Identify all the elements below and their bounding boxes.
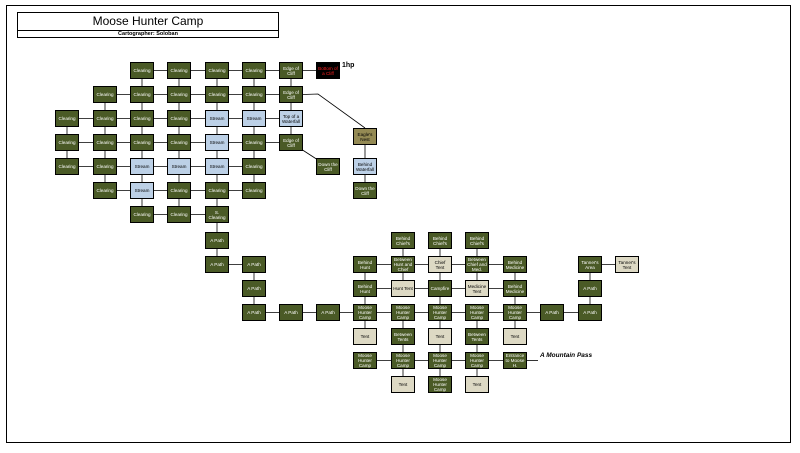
room-moose-hunter-camp: Moose Hunter Camp (503, 304, 527, 321)
room-clearing: Clearing (55, 110, 79, 127)
room-a-path: A Path (316, 304, 340, 321)
room-clearing: Clearing (167, 206, 191, 223)
room-tanner-s-area: Tanner's Area (578, 256, 602, 273)
room-clearing: Clearing (93, 182, 117, 199)
room-a-path: A Path (242, 304, 266, 321)
room-moose-hunter-camp: Moose Hunter Camp (428, 376, 452, 393)
room-top-of-a-waterfall: Top of a Waterfall (279, 110, 303, 127)
room-clearing: Clearing (167, 110, 191, 127)
room-moose-hunter-camp: Moose Hunter Camp (353, 304, 377, 321)
room-behind-waterfall: Behind Waterfall (353, 158, 377, 175)
room-clearing: Clearing (93, 86, 117, 103)
room-edge-of-cliff: Edge of Cliff (279, 86, 303, 103)
room-moose-hunter-camp: Moose Hunter Camp (465, 304, 489, 321)
room-down-the-cliff: Down the Cliff (353, 182, 377, 199)
room-moose-hunter-camp: Moose Hunter Camp (391, 352, 415, 369)
room-behind-medicine: Behind Medicine (503, 256, 527, 273)
room-tent: Tent (465, 376, 489, 393)
room-eagle-s-nest: Eagle's Nest (353, 128, 377, 145)
room-clearing: Clearing (167, 182, 191, 199)
room-link (302, 93, 366, 129)
room-clearing: Clearing (93, 134, 117, 151)
title-box: Moose Hunter Camp Cartographer: Soloban (17, 12, 279, 38)
room-down-the-cliff: Down the Cliff (316, 158, 340, 175)
room-a-path: A Path (578, 280, 602, 297)
room-medicine-tent: Medicine Tent (465, 280, 489, 297)
room-behind-hunt: Behind Hunt (353, 256, 377, 273)
room-tent: Tent (353, 328, 377, 345)
hp-note: 1hp (342, 62, 355, 69)
room-bottom-of-a-cliff: Bottom of a Cliff (316, 62, 340, 79)
room-stream: Stream (167, 158, 191, 175)
room-behind-chief-s: Behind Chief's (391, 232, 415, 249)
room-behind-chief-s: Behind Chief's (465, 232, 489, 249)
room-stream: Stream (205, 158, 229, 175)
room-clearing: Clearing (130, 134, 154, 151)
room-clearing: Clearing (93, 158, 117, 175)
room-stream: Stream (130, 158, 154, 175)
room-clearing: Clearing (130, 86, 154, 103)
room-stream: Stream (205, 134, 229, 151)
room-moose-hunter-camp: Moose Hunter Camp (428, 304, 452, 321)
room-stream: Stream (242, 110, 266, 127)
room-a-path: A Path (540, 304, 564, 321)
room-clearing: Clearing (167, 86, 191, 103)
room-s-clearing: S. Clearing (205, 206, 229, 223)
room-tent: Tent (503, 328, 527, 345)
room-clearing: Clearing (205, 62, 229, 79)
room-moose-hunter-camp: Moose Hunter Camp (465, 352, 489, 369)
room-between-tents: Between Tents (465, 328, 489, 345)
room-a-path: A Path (242, 256, 266, 273)
room-a-path: A Path (279, 304, 303, 321)
room-stream: Stream (205, 110, 229, 127)
room-clearing: Clearing (55, 158, 79, 175)
room-clearing: Clearing (242, 62, 266, 79)
room-clearing: Clearing (130, 62, 154, 79)
room-between-chief-and-med: Between Chief and Med. (465, 256, 489, 273)
room-edge-of-cliff: Edge of Cliff (279, 134, 303, 151)
room-clearing: Clearing (130, 206, 154, 223)
room-between-hunt-and-chief: Between Hunt and Chief (391, 256, 415, 273)
room-clearing: Clearing (242, 182, 266, 199)
room-tent: Tent (391, 376, 415, 393)
room-clearing: Clearing (242, 158, 266, 175)
exit-label: A Mountain Pass (540, 352, 593, 359)
room-a-path: A Path (242, 280, 266, 297)
map-frame (6, 5, 791, 443)
room-clearing: Clearing (130, 110, 154, 127)
room-behind-chief-s: Behind Chief's (428, 232, 452, 249)
cartographer-credit: Cartographer: Soloban (118, 31, 178, 37)
room-behind-hunt: Behind Hunt (353, 280, 377, 297)
room-clearing: Clearing (167, 62, 191, 79)
room-stream: Stream (130, 182, 154, 199)
room-tanner-s-tent: Tanner's Tent (615, 256, 639, 273)
room-moose-hunter-camp: Moose Hunter Camp (428, 352, 452, 369)
map-title: Moose Hunter Camp (18, 13, 278, 31)
room-entrance-to-moose-h: Entrance to Moose H. (503, 352, 527, 369)
room-a-path: A Path (205, 232, 229, 249)
room-hunt-tent: Hunt Tent (391, 280, 415, 297)
room-between-tents: Between Tents (391, 328, 415, 345)
room-moose-hunter-camp: Moose Hunter Camp (391, 304, 415, 321)
room-clearing: Clearing (205, 182, 229, 199)
room-clearing: Clearing (167, 134, 191, 151)
room-clearing: Clearing (55, 134, 79, 151)
room-chief-tent: Chief Tent (428, 256, 452, 273)
room-clearing: Clearing (242, 86, 266, 103)
room-clearing: Clearing (205, 86, 229, 103)
room-clearing: Clearing (242, 134, 266, 151)
room-clearing: Clearing (93, 110, 117, 127)
room-edge-of-cliff: Edge of Cliff (279, 62, 303, 79)
room-tent: Tent (428, 328, 452, 345)
room-a-path: A Path (205, 256, 229, 273)
room-a-path: A Path (578, 304, 602, 321)
room-moose-hunter-camp: Moose Hunter Camp (353, 352, 377, 369)
room-behind-medicine: Behind Medicine (503, 280, 527, 297)
room-campfire: Campfire (428, 280, 452, 297)
